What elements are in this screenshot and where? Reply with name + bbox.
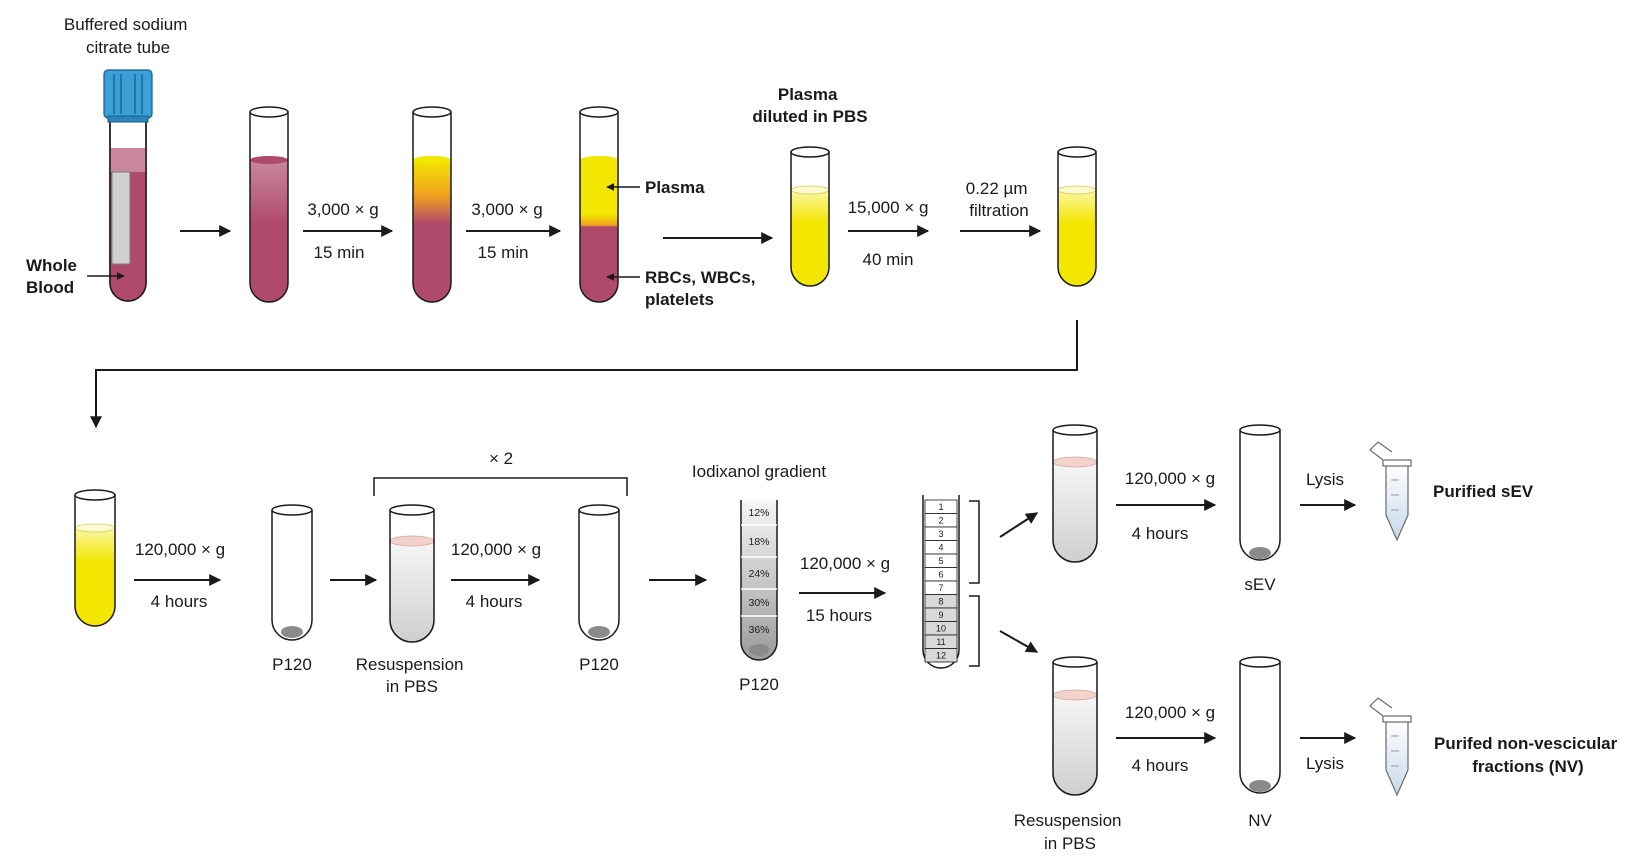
step2-speed: 3,000 × g	[471, 200, 542, 219]
purified-nv-label: Purifed non-vescicular fractions (NV)	[1434, 734, 1622, 776]
fraction-slot	[924, 648, 958, 663]
cells-label: RBCs, WBCs, platelets	[645, 268, 760, 309]
pellet	[1249, 547, 1271, 559]
nv-pellet-tube	[1239, 656, 1281, 794]
filtered-plasma-tube	[1057, 146, 1097, 287]
resuspension-tube-sev	[1052, 424, 1098, 563]
citrate-tube-label: Buffered sodium citrate tube	[64, 15, 192, 57]
p120-label-b: P120	[579, 655, 619, 674]
fraction-number: 12	[936, 651, 946, 661]
whole-blood-label: Whole Blood	[26, 256, 82, 297]
sev-lysis-label: Lysis	[1306, 470, 1344, 489]
fraction-number: 2	[938, 516, 943, 526]
repeat-label: × 2	[489, 449, 513, 468]
r2-step3-speed: 120,000 × g	[800, 554, 890, 573]
purified-sev-label: Purified sEV	[1433, 482, 1534, 501]
bracket-bottom-fractions	[969, 595, 980, 667]
nv-label: NV	[1248, 811, 1272, 830]
centrifuged-tube-2	[579, 106, 619, 303]
fraction-number: 6	[938, 570, 943, 580]
sev-pellet-tube	[1239, 424, 1281, 561]
plasma-tube-row2	[74, 489, 116, 627]
pellet	[588, 626, 610, 638]
centrifuged-tube-1	[412, 106, 452, 303]
pellet	[1249, 780, 1271, 792]
r2-step2-time: 4 hours	[466, 592, 523, 611]
fraction-number: 3	[938, 529, 943, 539]
gradient-level-36: 36%	[748, 624, 769, 636]
microtube-nv-icon	[1369, 697, 1412, 797]
fraction-number: 11	[936, 637, 945, 647]
fraction-number: 5	[938, 556, 943, 566]
step2-time: 15 min	[477, 243, 528, 262]
p120-label-a: P120	[272, 655, 312, 674]
r2-step1-time: 4 hours	[151, 592, 208, 611]
gradient-level-18: 18%	[748, 536, 769, 548]
microtube-sev-icon	[1369, 441, 1412, 542]
citrate-tube	[103, 69, 153, 302]
step3-time: 40 min	[862, 250, 913, 269]
r2-step3-time: 15 hours	[806, 606, 872, 625]
arrow-to-sev-branch	[999, 512, 1039, 538]
fraction-number: 9	[938, 610, 943, 620]
r2-step2-speed: 120,000 × g	[451, 540, 541, 559]
r2-step1-speed: 120,000 × g	[135, 540, 225, 559]
nv-lysis-label: Lysis	[1306, 754, 1344, 773]
p120-tube-b	[578, 504, 620, 641]
pellet	[749, 644, 769, 656]
diluted-plasma-tube	[790, 146, 830, 287]
gradient-title: Iodixanol gradient	[692, 462, 826, 481]
fraction-number: 10	[936, 624, 946, 634]
nv-step-time: 4 hours	[1132, 756, 1189, 775]
bracket-top-fractions	[969, 500, 980, 584]
diluted-plasma-label: Plasma diluted in PBS	[752, 85, 867, 126]
gradient-level-12: 12%	[748, 507, 769, 519]
step1-time: 15 min	[313, 243, 364, 262]
fraction-number: 1	[938, 502, 943, 512]
arrow-to-nv-branch	[999, 630, 1039, 653]
filtration-label: 0.22 µm filtration	[966, 179, 1033, 220]
resuspension-tube-nv	[1052, 656, 1098, 796]
sev-step-time: 4 hours	[1132, 524, 1189, 543]
plasma-label: Plasma	[645, 178, 705, 197]
sev-step-speed: 120,000 × g	[1125, 469, 1215, 488]
nv-resuspension-label: Resuspension in PBS	[1014, 811, 1126, 853]
pellet	[281, 626, 303, 638]
blue-cap-icon	[103, 69, 153, 123]
resuspension-tube-a	[389, 504, 435, 643]
p120-label-c: P120	[739, 675, 779, 694]
blood-tube	[249, 106, 289, 303]
fraction-number: 4	[938, 543, 943, 553]
p120-tube-a	[271, 504, 313, 641]
step3-speed: 15,000 × g	[848, 198, 929, 217]
sev-label: sEV	[1244, 575, 1276, 594]
fraction-number: 8	[938, 597, 943, 607]
fraction-number: 7	[938, 583, 943, 593]
gradient-level-24: 24%	[748, 568, 769, 580]
row-connector	[90, 320, 1078, 429]
gradient-level-30: 30%	[748, 597, 769, 609]
step1-speed: 3,000 × g	[307, 200, 378, 219]
resuspension-label-a: Resuspension in PBS	[356, 655, 468, 696]
iodixanol-gradient-tube: 12% 18% 24% 30% 36%	[740, 500, 778, 661]
nv-step-speed: 120,000 × g	[1125, 703, 1215, 722]
repeat-bracket	[373, 477, 628, 496]
